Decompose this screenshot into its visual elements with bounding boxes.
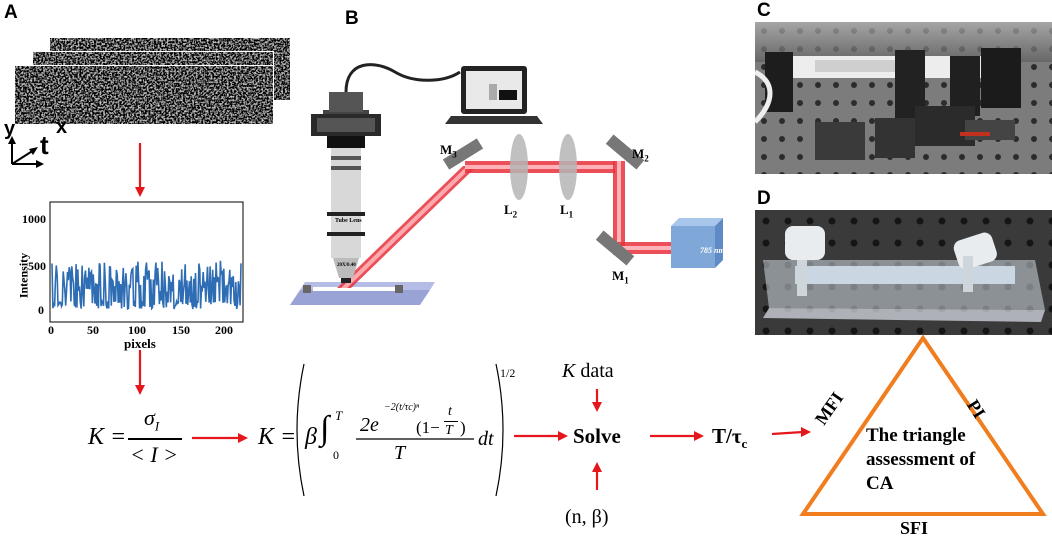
eq2-exponent: −2(t/τc)ⁿ: [384, 402, 420, 413]
plot-xlabel: pixels: [124, 336, 156, 351]
eq1-numerator: σI: [144, 405, 160, 434]
plot-xtick-0: 0: [48, 323, 54, 337]
assessment-triangle: [799, 334, 1047, 516]
panel-label-c: C: [757, 0, 771, 21]
plot-ytick-500: 500: [28, 259, 46, 273]
eq2-paren-open: (1−: [416, 418, 440, 437]
eq1-fraction-bar: [128, 438, 182, 440]
photo-d-chip: [755, 210, 1052, 335]
eq2-power: 1/2: [500, 366, 516, 380]
lens-l2-label: L2: [504, 202, 518, 220]
params-label: (n, β): [565, 506, 609, 528]
eq2-lhs: K =: [258, 424, 297, 450]
objective-label: 20X/0.40: [337, 263, 356, 268]
axes-glyph: [8, 136, 44, 168]
panel-label-a: A: [4, 2, 18, 23]
eq2-inner-bar: [444, 421, 458, 422]
eq2-brackets: [296, 363, 504, 497]
plot-ylabel: Intensity: [16, 252, 31, 299]
laser-wavelength-label: 785 nm: [700, 246, 725, 255]
triangle-center-text: The triangle assessment of CA: [866, 425, 976, 494]
k-data-label: K data: [562, 360, 614, 382]
eq2-integral: ∫: [320, 410, 330, 447]
lens-l1-label: L1: [560, 202, 574, 220]
panel-label-d: D: [757, 188, 771, 209]
panel-label-b: B: [345, 8, 359, 29]
eq1-lhs: K =: [88, 424, 127, 450]
plot-ytick-1000: 1000: [22, 212, 46, 226]
eq2-lower-limit: 0: [333, 448, 339, 462]
eq2-numerator-2e: 2e: [360, 414, 379, 436]
eq2-dt: dt: [478, 428, 494, 450]
eq2-inner-num: t: [448, 404, 452, 419]
tube-lens-label: Tube Lens: [335, 218, 362, 224]
mirror-m1-label: M1: [612, 268, 629, 286]
axis-y-glyph: y: [4, 118, 16, 140]
ratio-node: T/τc: [712, 424, 748, 452]
triangle-bottom-label: SFI: [900, 518, 929, 538]
plot-xtick-100: 100: [128, 323, 146, 337]
eq2-beta: β: [305, 424, 317, 450]
photo-c-setup: [755, 22, 1052, 174]
intensity-plot: [49, 201, 244, 323]
speckle-stack: [14, 37, 291, 125]
eq2-denominator: T: [394, 442, 406, 464]
solve-node: Solve: [573, 424, 621, 448]
mirror-m3-label: M3: [440, 142, 457, 160]
eq2-upper-limit: T: [335, 408, 343, 423]
eq2-paren-close: ): [460, 418, 466, 437]
plot-xtick-200: 200: [215, 323, 233, 337]
optical-setup: [290, 63, 723, 305]
eq1-denominator: < I >: [130, 442, 179, 467]
plot-xtick-150: 150: [172, 323, 190, 337]
axis-x-glyph: x: [56, 116, 68, 138]
eq2-inner-den: T: [445, 423, 453, 438]
plot-ytick-0: 0: [38, 303, 44, 317]
mirror-m2-label: M2: [632, 146, 649, 164]
axis-t-glyph: t: [40, 130, 49, 160]
plot-xtick-50: 50: [87, 323, 99, 337]
